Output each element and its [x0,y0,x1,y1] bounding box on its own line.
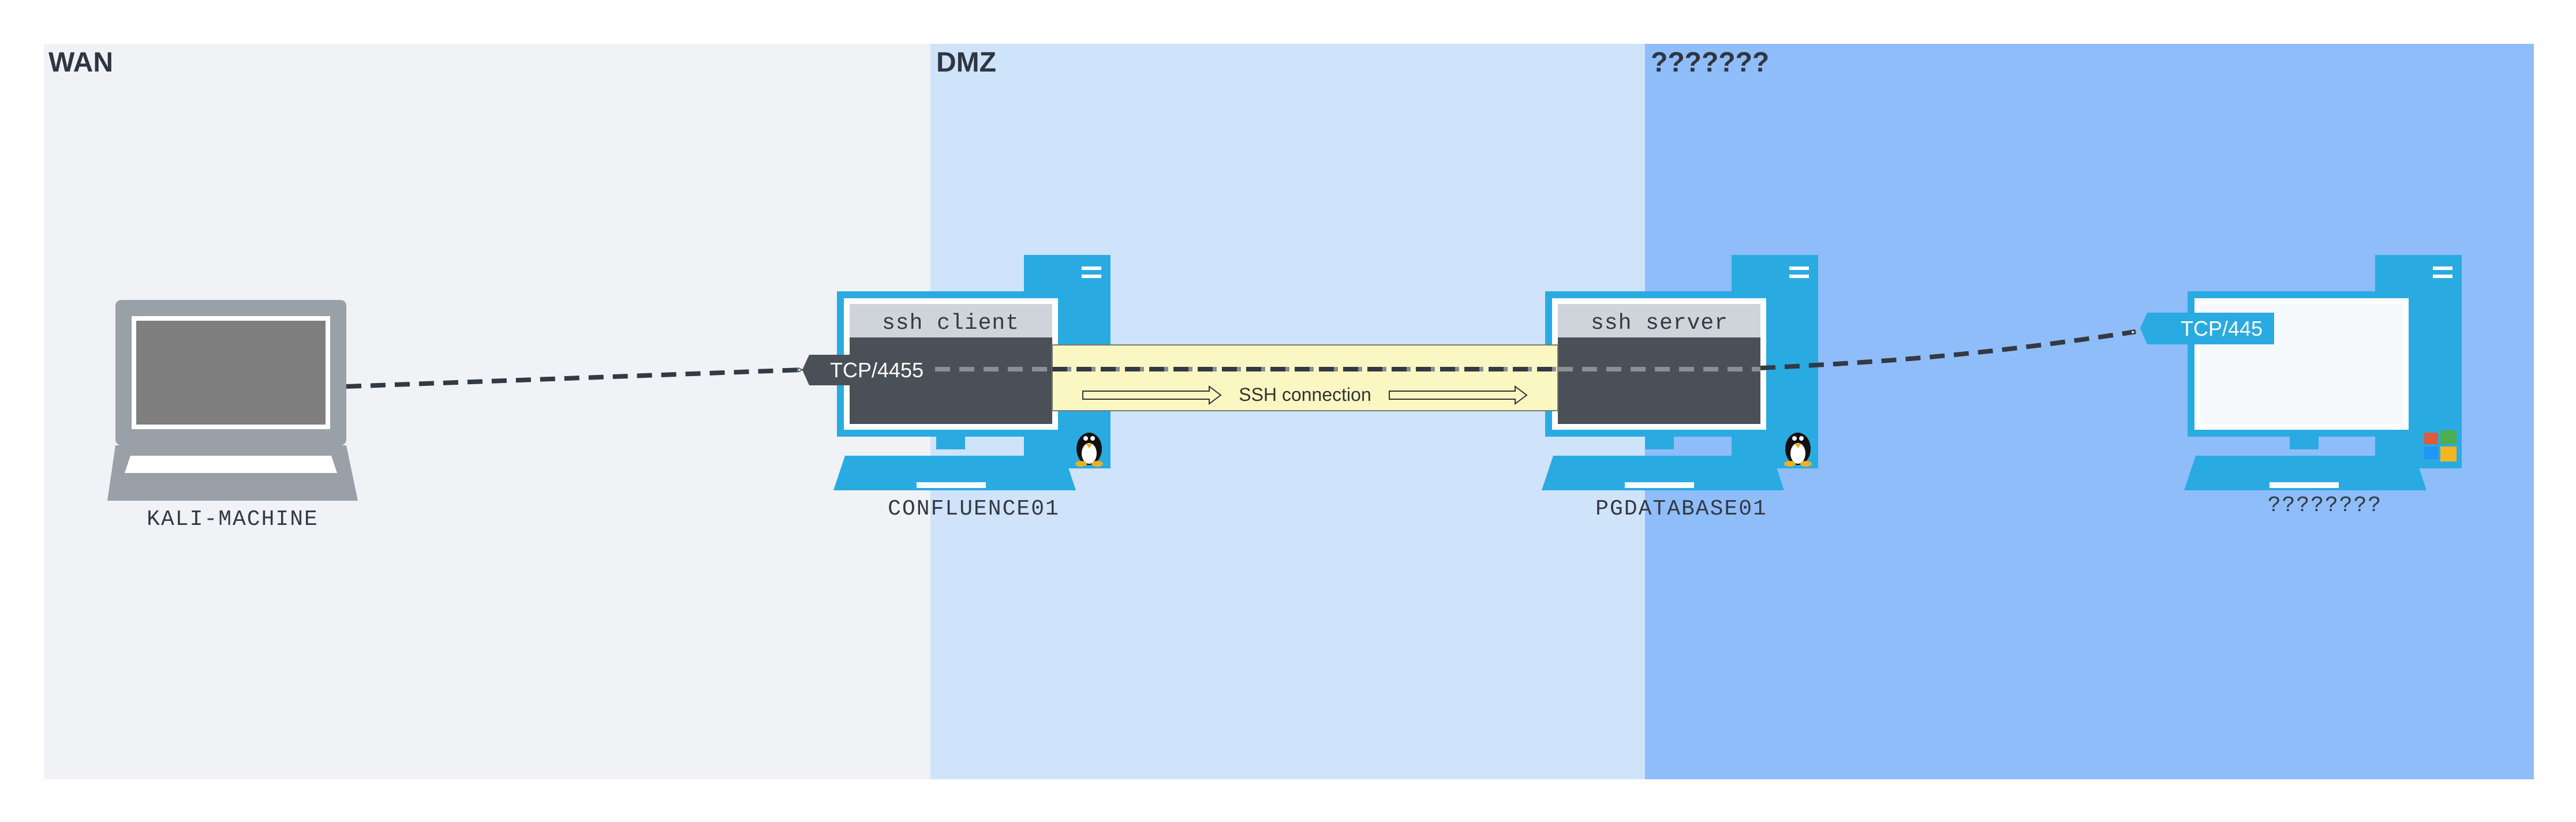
zone-wan-label: WAN [48,47,113,78]
windows-logo-icon [2424,430,2457,461]
target-label: ???????? [2268,493,2382,518]
listen-port-label: TCP/4455 [830,358,924,382]
zone-internal-label: ??????? [1651,47,1769,78]
zone-dmz-label: DMZ [936,47,996,78]
flow-to-target [1760,329,2136,370]
target-port-label: TCP/445 [2181,317,2263,340]
ssh-client-title: ssh client [882,311,1019,336]
kali-machine-label: KALI-MACHINE [147,507,319,532]
desktop-icon [1542,255,1818,490]
ssh-server-title: ssh server [1591,311,1728,336]
tunnel-arrow-left [1082,385,1222,405]
tunnel-arrow-right [1389,385,1528,405]
pgdatabase-label: PGDATABASE01 [1595,497,1767,521]
laptop-icon [107,300,358,501]
port-tag-target [2140,313,2274,344]
linux-tux-icon [1075,433,1103,467]
port-tag-listen [802,355,935,385]
flow-kali-to-listen [346,370,802,389]
ssh-connection-label: SSH connection [1239,384,1371,405]
linux-tux-icon [1784,433,1812,467]
confluence-label: CONFLUENCE01 [888,497,1060,521]
